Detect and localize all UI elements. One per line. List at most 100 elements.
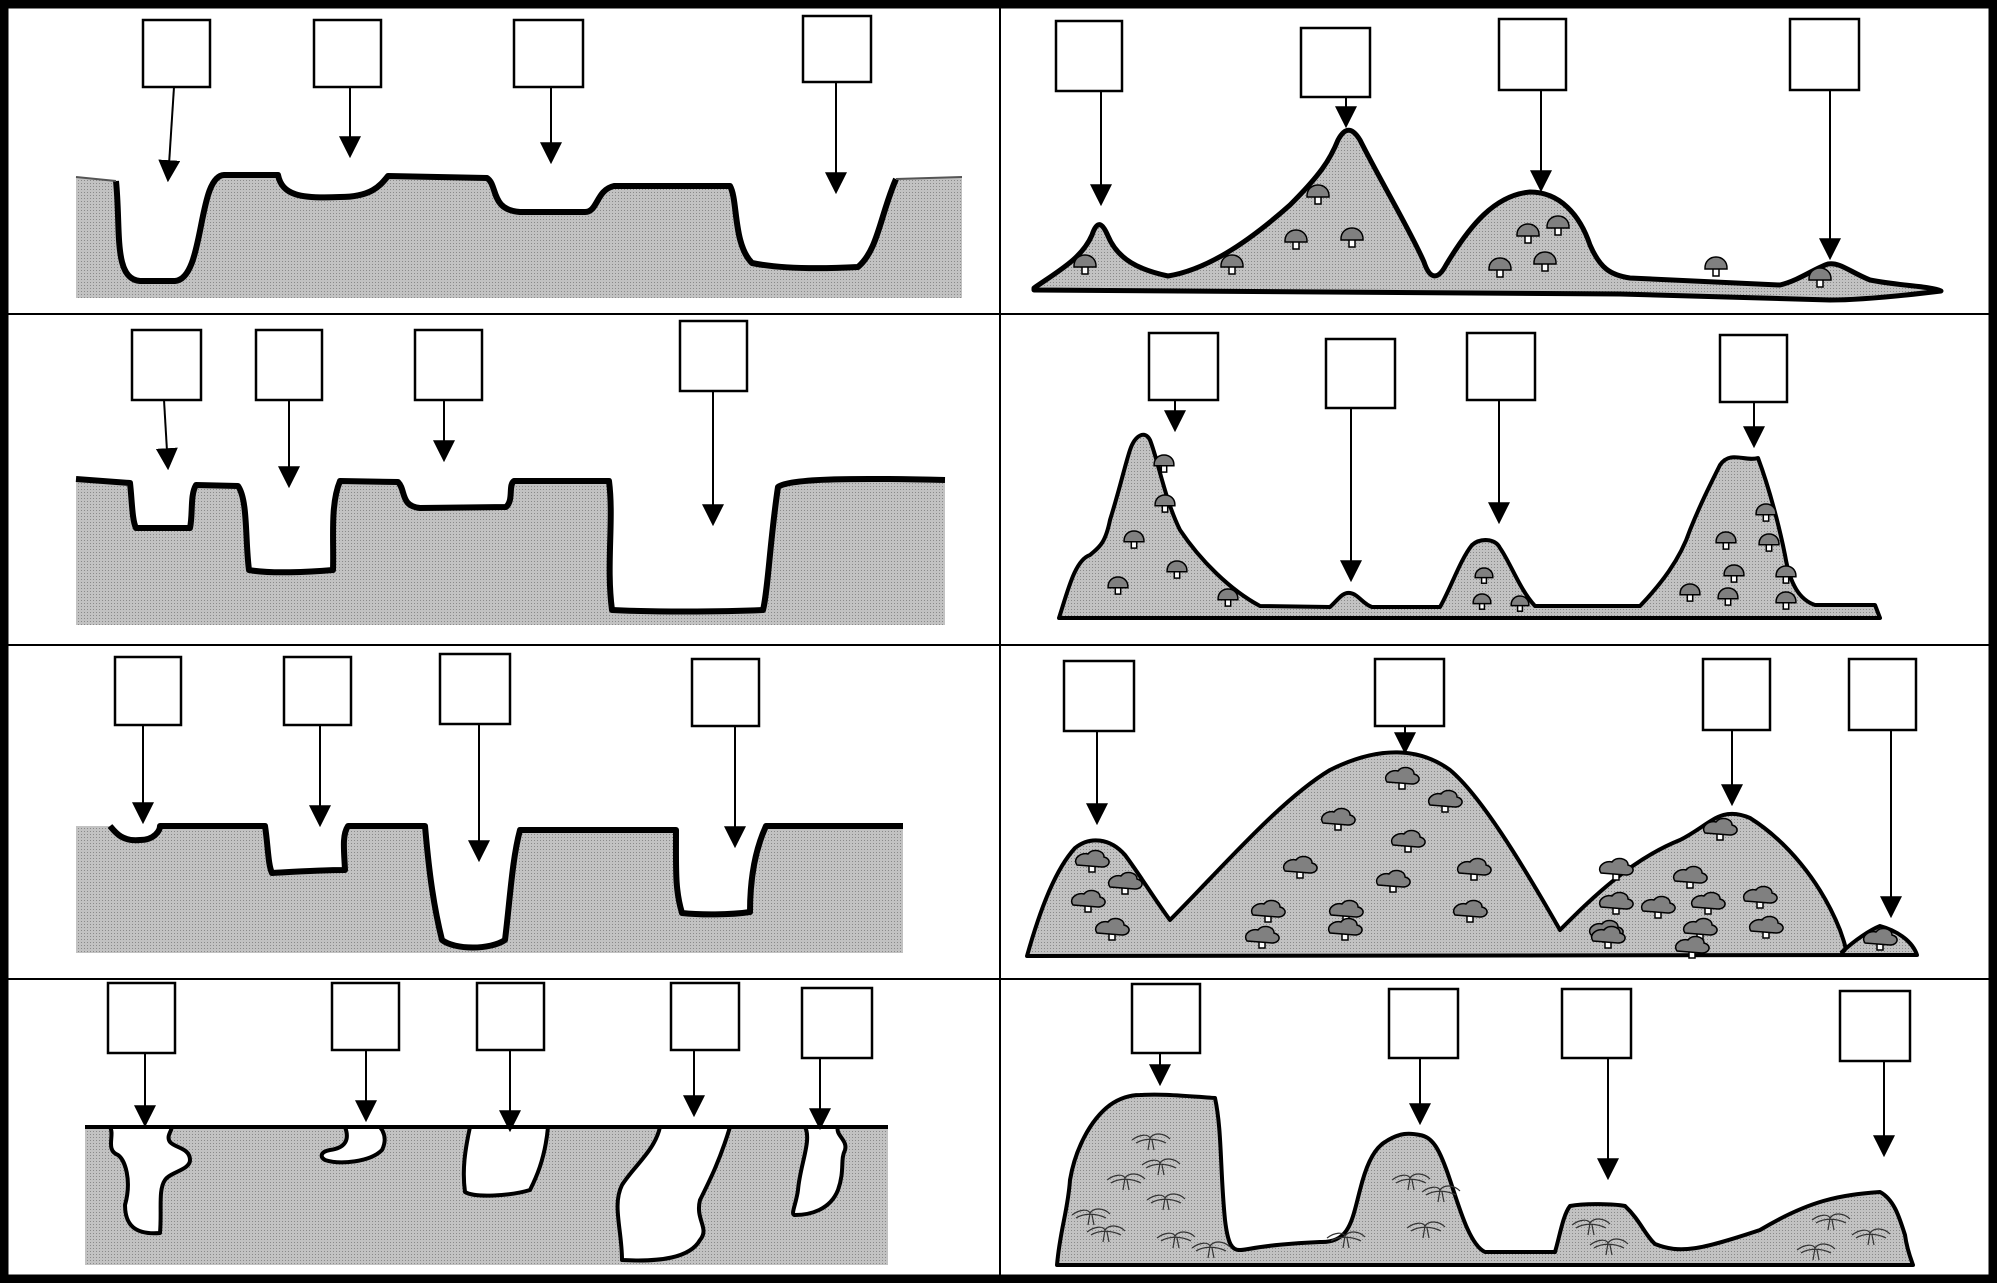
landform-profile xyxy=(1031,127,1944,303)
tree-icon xyxy=(1153,454,1175,473)
tree-icon xyxy=(1251,899,1286,923)
tree-icon xyxy=(1141,1158,1181,1176)
tree-icon xyxy=(1488,257,1512,278)
tree-icon xyxy=(1326,1231,1366,1249)
tree-icon xyxy=(1156,1231,1196,1249)
label-box[interactable] xyxy=(669,981,741,1052)
landform-profile xyxy=(76,478,945,625)
landform-profile xyxy=(1055,1092,1915,1267)
tree-icon xyxy=(1146,1193,1186,1211)
tree-icon xyxy=(1591,925,1626,949)
tree-group xyxy=(1071,1133,1891,1261)
tree-group xyxy=(1073,184,1832,288)
panel-depressions-1 xyxy=(75,14,963,298)
tree-icon xyxy=(1106,1173,1146,1191)
label-box[interactable] xyxy=(1560,987,1633,1060)
tree-icon xyxy=(1743,885,1778,909)
tree-icon xyxy=(1717,587,1739,606)
label-box[interactable] xyxy=(1373,657,1446,728)
ground-left-edge xyxy=(75,176,117,182)
tree-icon xyxy=(1641,895,1676,919)
tree-icon xyxy=(1328,917,1363,941)
label-box[interactable] xyxy=(282,655,353,727)
tree-icon xyxy=(1599,857,1634,881)
tree-icon xyxy=(1075,849,1110,873)
tree-icon xyxy=(1073,254,1097,275)
tree-icon xyxy=(1749,915,1784,939)
label-box[interactable] xyxy=(1718,333,1789,404)
label-box[interactable] xyxy=(678,319,749,393)
label-box[interactable] xyxy=(106,981,177,1055)
tree-icon xyxy=(1474,567,1494,584)
label-box[interactable] xyxy=(1299,26,1372,99)
label-box[interactable] xyxy=(800,986,874,1060)
tree-icon xyxy=(1808,267,1832,288)
tree-icon xyxy=(1095,917,1130,941)
label-box[interactable] xyxy=(1324,337,1397,410)
label-box[interactable] xyxy=(1387,987,1460,1060)
ground-right-edge xyxy=(895,176,963,180)
tree-icon xyxy=(1516,223,1540,244)
tree-icon xyxy=(1421,1185,1461,1203)
tree-icon xyxy=(1406,1221,1446,1239)
label-box[interactable] xyxy=(1788,17,1861,92)
tree-icon xyxy=(1217,588,1239,607)
label-box[interactable] xyxy=(438,652,512,726)
label-box[interactable] xyxy=(1054,19,1124,93)
label-box[interactable] xyxy=(254,328,324,402)
label-box[interactable] xyxy=(1147,331,1220,402)
tree-icon xyxy=(1472,593,1492,610)
label-box[interactable] xyxy=(801,14,873,84)
tree-icon xyxy=(1533,251,1557,272)
tree-icon xyxy=(1071,889,1106,913)
label-box[interactable] xyxy=(1497,17,1568,92)
label-box[interactable] xyxy=(330,981,401,1052)
panel-elevations-2 xyxy=(1057,331,1882,620)
label-box[interactable] xyxy=(1062,659,1136,733)
panel-elevations-1 xyxy=(1031,17,1944,303)
label-box[interactable] xyxy=(113,655,183,727)
tree-icon xyxy=(1851,1228,1891,1246)
label-box[interactable] xyxy=(1847,657,1918,732)
tree-icon xyxy=(1284,229,1308,250)
tree-icon xyxy=(1775,591,1797,610)
tree-icon xyxy=(1679,583,1701,602)
landform-profile xyxy=(1057,432,1882,620)
label-box[interactable] xyxy=(1838,989,1912,1063)
ground-line xyxy=(113,172,899,284)
pointer-arrow xyxy=(155,399,178,471)
tree-icon xyxy=(1715,531,1737,550)
label-box[interactable] xyxy=(1701,657,1772,732)
tree-icon xyxy=(1245,925,1280,949)
tree-icon xyxy=(1510,595,1530,612)
tree-icon xyxy=(1391,1173,1431,1191)
label-box[interactable] xyxy=(413,328,484,402)
tree-icon xyxy=(1775,565,1797,584)
tree-icon xyxy=(1811,1213,1851,1231)
label-box[interactable] xyxy=(312,18,383,89)
panel-elevations-3 xyxy=(1025,657,1919,959)
landform-profile xyxy=(76,826,903,953)
label-box[interactable] xyxy=(1465,331,1537,402)
panel-elevations-4 xyxy=(1055,982,1915,1267)
label-box[interactable] xyxy=(512,18,585,89)
label-box[interactable] xyxy=(1130,982,1202,1055)
tree-icon xyxy=(1428,789,1463,813)
tree-icon xyxy=(1589,1238,1629,1256)
cave-openings xyxy=(108,1125,848,1263)
panel-depressions-2 xyxy=(75,319,946,625)
label-box[interactable] xyxy=(130,328,203,402)
tree-icon xyxy=(1457,857,1492,881)
tree-icon xyxy=(1691,891,1726,915)
panel-depressions-4 xyxy=(85,981,888,1265)
tree-icon xyxy=(1599,891,1634,915)
label-box[interactable] xyxy=(141,18,212,89)
tree-icon xyxy=(1340,227,1364,248)
tree-icon xyxy=(1796,1243,1836,1261)
tree-icon xyxy=(1107,576,1129,595)
tree-icon xyxy=(1703,817,1738,841)
pointer-arrow xyxy=(158,86,181,183)
label-box[interactable] xyxy=(475,981,546,1052)
label-box[interactable] xyxy=(690,657,761,728)
